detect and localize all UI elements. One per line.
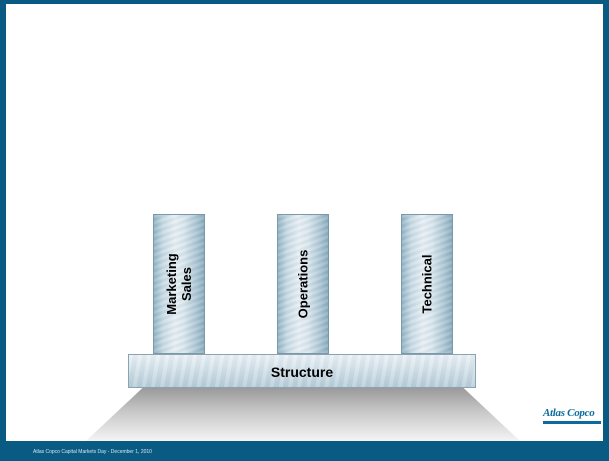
footer-text: Atlas Copco Capital Markets Day - Decemb… xyxy=(33,449,152,455)
pillar-label-line: Technical xyxy=(419,254,435,314)
pillar-label: Operations xyxy=(296,250,311,319)
pillar-technical: Technical xyxy=(401,214,453,354)
logo-underline xyxy=(543,421,601,424)
pillar-operations: Operations xyxy=(277,214,329,354)
base-shadow xyxy=(86,388,520,441)
structure-base: Structure xyxy=(128,354,476,388)
pillar-label-line: Marketing xyxy=(164,253,179,315)
pillar-label: Technical xyxy=(420,254,435,313)
pillar-label-line: Sales xyxy=(179,267,194,301)
slide-canvas: Marketing Sales Operations Technical Str… xyxy=(6,4,603,441)
logo-text: Atlas Copco xyxy=(543,407,595,419)
structure-label: Structure xyxy=(270,364,334,380)
pillar-marketing-sales: Marketing Sales xyxy=(153,214,205,354)
pillar-label: Marketing Sales xyxy=(164,253,194,314)
pillar-label-line: Operations xyxy=(295,249,311,319)
atlas-copco-logo: Atlas Copco xyxy=(543,407,601,424)
